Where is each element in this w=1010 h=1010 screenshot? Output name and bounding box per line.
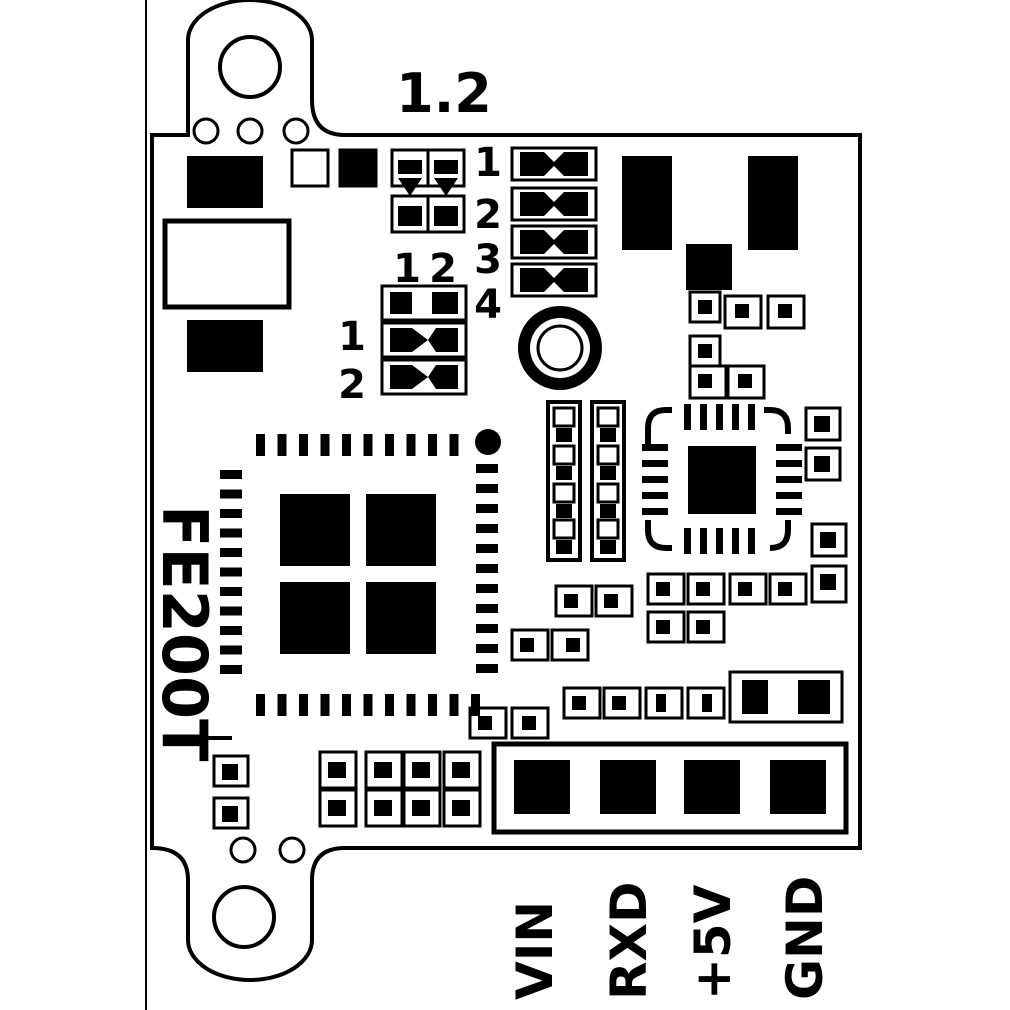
jumper-block-top — [510, 146, 598, 298]
right-resistor-group — [688, 290, 848, 604]
ic-pad-bottom — [385, 694, 394, 716]
ic-pad-right — [476, 544, 498, 553]
ic-pad-bottom — [320, 694, 330, 716]
ic-pad-top — [449, 434, 459, 456]
ic-pad-top — [428, 434, 437, 456]
connector-pin-5v — [684, 760, 740, 814]
round-test-pad — [518, 306, 602, 390]
ic-pad-top — [320, 434, 330, 456]
jumper-top-label-1: 1 — [474, 140, 502, 186]
mounting-hole-top — [218, 35, 282, 99]
ic-pad-bottom — [406, 694, 416, 716]
ic-pad-top — [406, 434, 416, 456]
ic-pad-left — [220, 528, 242, 538]
ic-pad-bottom — [342, 694, 351, 716]
left-crystal-component — [162, 156, 292, 372]
ic-pad-left — [220, 645, 242, 655]
connector-label-rxd: RXD — [600, 881, 658, 1000]
jumper-col-label-2: 2 — [429, 246, 457, 292]
ic-pad-left — [220, 665, 242, 674]
top-diodes — [398, 160, 458, 226]
ic-pad-left — [220, 489, 242, 499]
jumper-block-left — [380, 284, 468, 396]
ic-pad-top — [256, 434, 265, 456]
connector-pin-vin — [514, 760, 570, 814]
output-connector — [491, 741, 849, 835]
jumper-left-label-1: 1 — [338, 314, 366, 360]
ic-pad-left — [220, 509, 242, 518]
ic-pad-left — [220, 626, 242, 635]
ic-pad-right — [476, 664, 498, 673]
vias-bottom — [229, 836, 306, 864]
ic-pad-left — [220, 470, 242, 479]
ic-pad-bottom — [256, 694, 265, 716]
ic-pad-bottom — [277, 694, 287, 716]
ic-pad-right — [476, 604, 498, 613]
lower-passives — [212, 572, 844, 830]
board-model-label: FE200T — [148, 505, 221, 761]
jumper-left-labels: 1 2 1 2 — [338, 246, 457, 408]
connector-pin-rxd — [600, 760, 656, 814]
ic-pad-left — [220, 606, 242, 616]
jumper-top-label-3: 3 — [474, 237, 502, 283]
ic-pad-right — [476, 644, 498, 653]
right-resistor-fills — [698, 300, 836, 590]
ic-pad-bottom — [363, 694, 373, 716]
ic-pad-top — [385, 434, 394, 456]
ic-pad-bottom — [449, 694, 459, 716]
vias-top — [192, 117, 310, 145]
ic-pad-right — [476, 624, 498, 633]
ic-pad-left — [220, 548, 242, 557]
ic-pad-right — [476, 484, 498, 493]
qfn-ic-right — [642, 404, 802, 554]
ic-pad-left — [220, 567, 242, 577]
ic-pad-right — [476, 464, 498, 473]
ic-pad-bottom — [428, 694, 437, 716]
jumper-top-number-labels: 1 2 3 4 — [474, 140, 502, 328]
board-version-label: 1.2 — [396, 62, 492, 125]
top-right-power-pads — [622, 156, 798, 290]
ic-pad-top — [363, 434, 373, 456]
main-module-ic — [220, 429, 501, 716]
ic-pad-left — [220, 587, 242, 596]
lower-passive-fills — [222, 582, 830, 822]
jumper-left-label-2: 2 — [338, 362, 366, 408]
resistor-array-columns — [546, 400, 626, 562]
ic-pad-right — [476, 584, 498, 593]
ic-pad-right — [476, 524, 498, 533]
ic-pad-top — [299, 434, 308, 456]
board-outline — [150, 0, 862, 982]
ic-pad-top — [342, 434, 351, 456]
connector-label-5v: +5V — [684, 884, 742, 1000]
connector-labels: VIN RXD +5V GND — [506, 876, 834, 1000]
ic-pad-bottom — [471, 694, 480, 716]
ic-pad-bottom — [299, 694, 308, 716]
jumper-top-label-4: 4 — [474, 282, 502, 328]
jumper-top-label-2: 2 — [474, 192, 502, 238]
connector-label-vin: VIN — [506, 901, 564, 1000]
mounting-hole-bottom — [212, 885, 276, 949]
jumper-col-label-1: 1 — [393, 246, 421, 292]
ic-pad-top — [277, 434, 287, 456]
ic-pad-right — [476, 504, 498, 513]
connector-pin-gnd — [770, 760, 826, 814]
connector-label-gnd: GND — [776, 876, 834, 1000]
ic-pad-right — [476, 564, 498, 573]
